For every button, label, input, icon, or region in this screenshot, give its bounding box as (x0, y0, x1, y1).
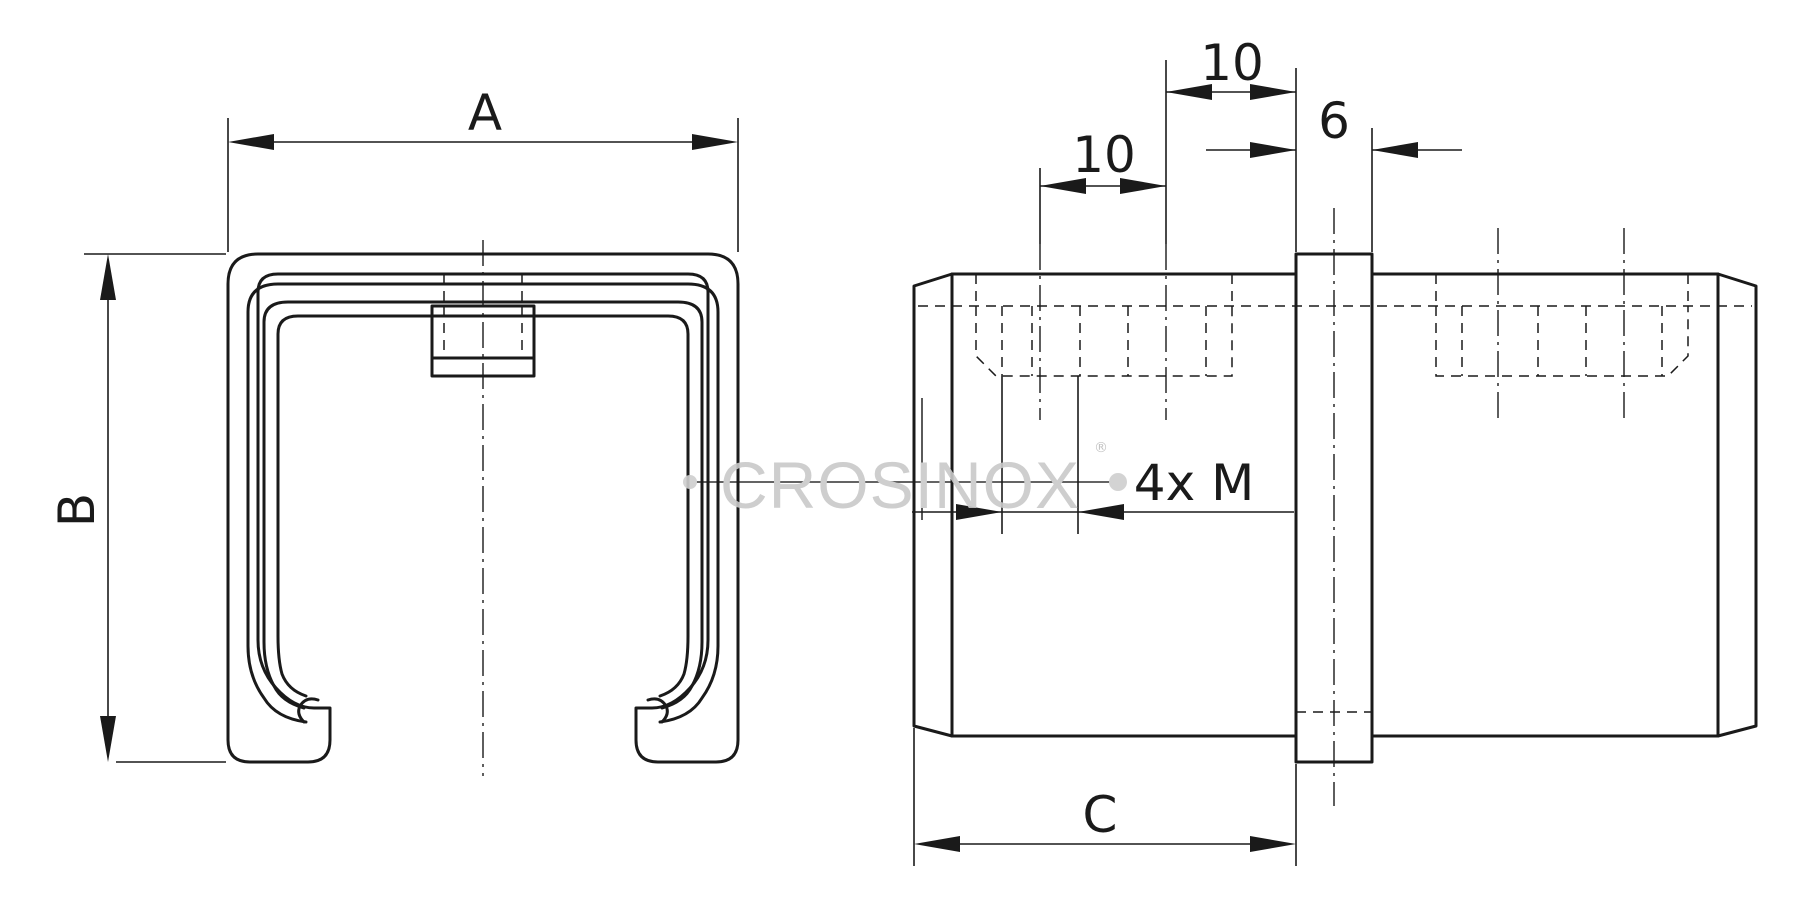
right-tube-body (1370, 272, 1720, 738)
dim-b-label: B (48, 493, 106, 527)
profile-right-lip (646, 697, 669, 724)
dim-10-label-1: 10 (1072, 126, 1136, 184)
watermark-text: CROSINOX (720, 448, 1080, 522)
dim-m-label: 4x M (1134, 454, 1254, 512)
dim-b-arrow-bottom (100, 716, 116, 762)
dimension-c: C (913, 728, 1297, 866)
dimension-hole-spacing-2: 10 (1166, 34, 1297, 252)
dim-a-arrow-right (692, 134, 738, 150)
dimension-hole-spacing-1: 10 (1039, 60, 1167, 244)
crosinox-watermark: CROSINOX ® (683, 398, 1127, 522)
dim-m-arrow-left (1078, 504, 1124, 520)
profile-left-lip (297, 697, 320, 724)
watermark-registered-mark: ® (1094, 440, 1108, 456)
profile-outer-outline (226, 252, 740, 764)
cross-section-view: A B (48, 84, 740, 776)
dim-6-label: 6 (1318, 92, 1350, 150)
watermark-dot-left (683, 475, 697, 489)
dim-m-arrow-right (956, 504, 1002, 520)
dim-a-label: A (468, 84, 502, 142)
dimension-a: A (227, 84, 739, 252)
dimension-thread-4x-m: 4x M (912, 454, 1294, 520)
dim-10-label-2: 10 (1200, 34, 1264, 92)
dim-c-arrow-left (914, 836, 960, 852)
right-tube-chamfer (1716, 272, 1758, 738)
left-tube-chamfer (912, 272, 954, 738)
side-view: 4x M 10 10 6 (912, 34, 1758, 866)
dimension-b: B (48, 253, 226, 763)
right-thread-pocket (1435, 306, 1689, 377)
dim-a-arrow-left (228, 134, 274, 150)
dimension-collar-width: 6 (1206, 92, 1462, 252)
left-thread-pocket (975, 306, 1233, 377)
watermark-dot-right (1109, 473, 1127, 491)
dim-c-arrow-right (1250, 836, 1296, 852)
dim-c-label: C (1083, 786, 1118, 844)
dim-b-arrow-top (100, 254, 116, 300)
